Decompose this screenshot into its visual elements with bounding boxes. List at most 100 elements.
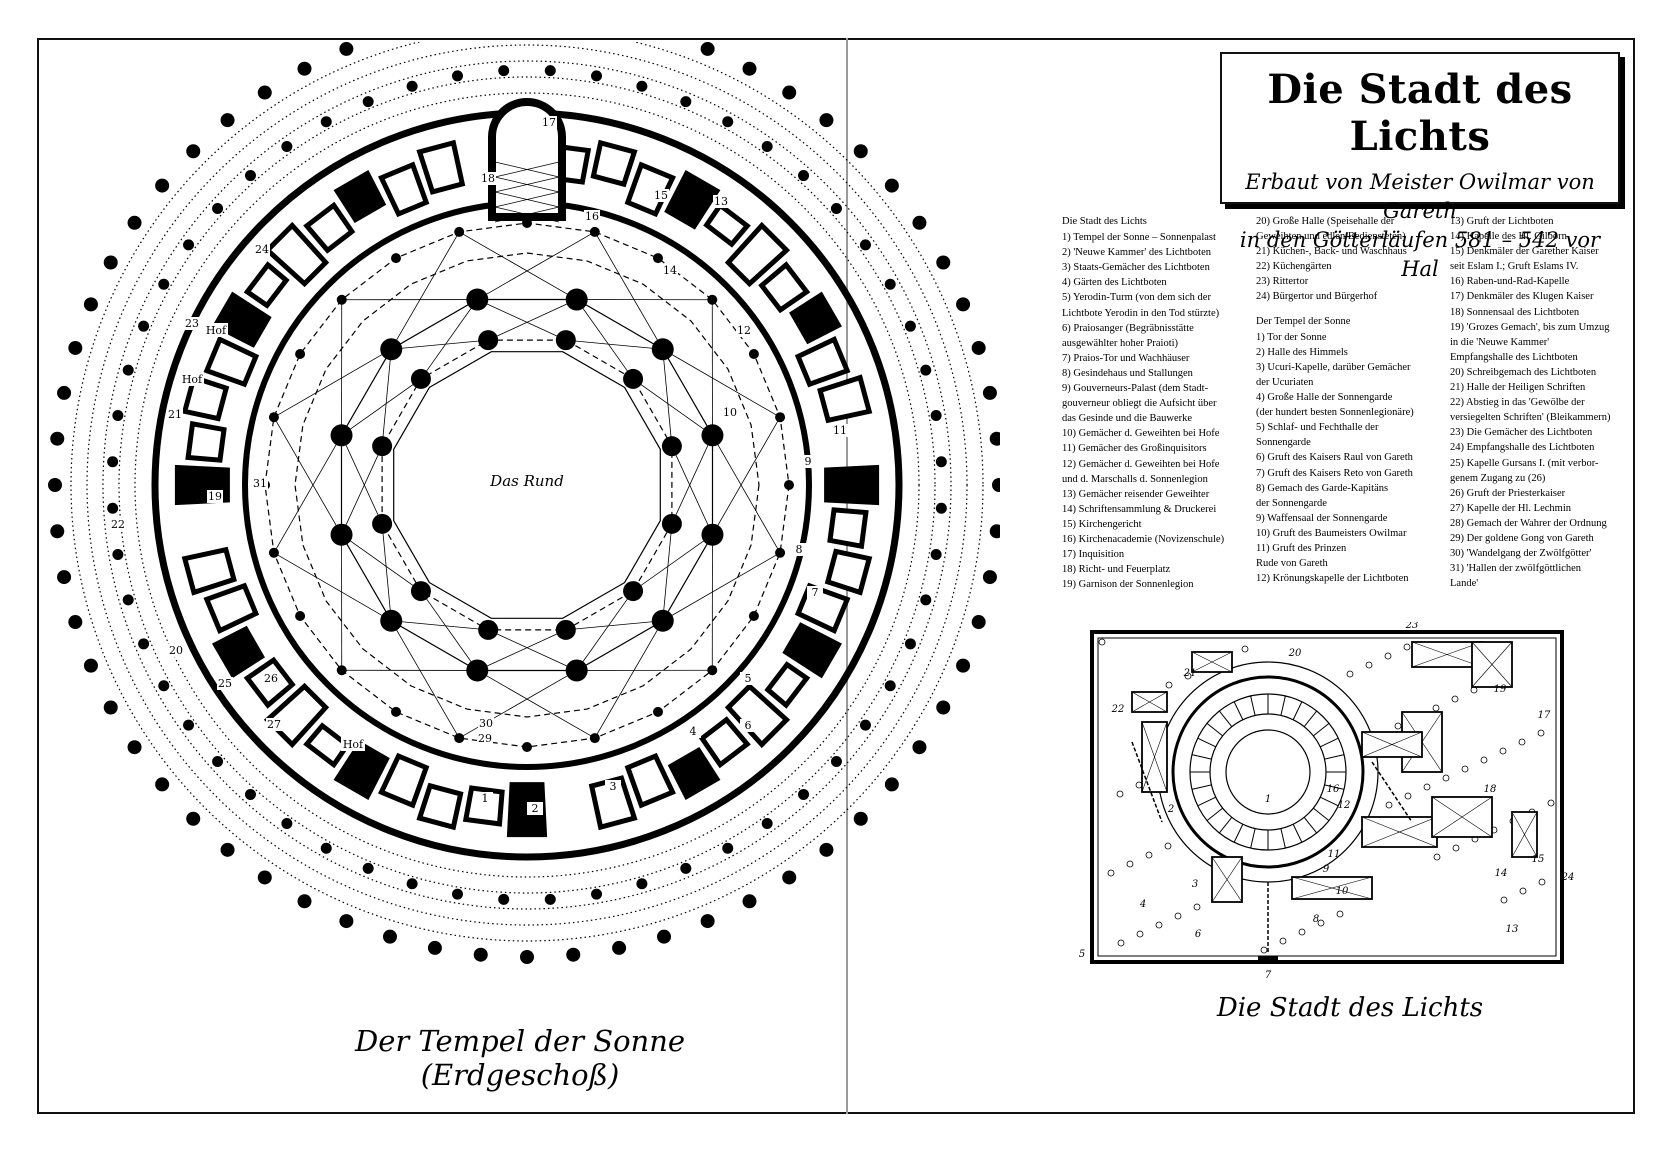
room-number: 2 — [532, 802, 539, 815]
vault-line — [381, 523, 392, 621]
vault-line — [671, 446, 713, 535]
arcade-pillar — [748, 349, 759, 359]
room-block — [789, 291, 842, 345]
legend-item: 22) Abstieg in das 'Gewölbe der — [1450, 397, 1585, 409]
legend-item: 15) Denkmäler der Garether Kaiser — [1450, 246, 1599, 258]
legend-item: 6) Praiosanger (Begräbnisstätte — [1062, 322, 1194, 334]
room-block — [416, 139, 466, 195]
path — [1131, 741, 1413, 952]
room-number: 29 — [478, 732, 492, 745]
legend-item: 8) Gemach des Garde-Kapitäns — [1256, 482, 1389, 494]
legend-item: seit Eslam I.; Gruft Eslams IV. — [1450, 261, 1579, 273]
vault-line — [662, 348, 781, 418]
roof-line — [1411, 641, 1483, 668]
temple-spoke — [1218, 710, 1233, 727]
outer-column — [297, 61, 312, 76]
pillar — [651, 609, 674, 632]
outer-column — [700, 42, 715, 56]
room-number: 22 — [111, 518, 125, 531]
legend-item: 27) Kapelle der Hl. Lechmin — [1450, 502, 1571, 514]
arcade-pillar — [295, 611, 306, 621]
vault-line — [671, 435, 713, 524]
outer-column — [186, 811, 201, 826]
legend-item: 19) Garnison der Sonnenlegion — [1062, 579, 1194, 591]
outer-column — [742, 894, 757, 909]
courtyard-label: Hof — [343, 738, 364, 751]
middle-column — [320, 842, 332, 854]
hatch-line — [494, 161, 560, 178]
tree — [1336, 910, 1344, 918]
tree — [1174, 912, 1182, 920]
roof-line — [1431, 796, 1493, 838]
legend-item: Geweihten und edlen Bediensteten) — [1256, 231, 1406, 243]
legend-item: Lande' — [1450, 578, 1479, 590]
outer-column — [186, 144, 201, 159]
legend-item: 17) Denkmäler des Klugen Kaiser — [1450, 291, 1594, 303]
outer-column — [382, 929, 397, 944]
city-label: 17 — [1538, 710, 1551, 721]
temple-spoke — [1313, 807, 1330, 822]
temple-spoke — [1197, 737, 1216, 748]
city-label: 5 — [1079, 949, 1085, 960]
vault-line — [662, 552, 781, 622]
middle-column — [212, 756, 224, 768]
outer-column — [936, 700, 951, 715]
title-box: Die Stadt des Lichts Erbaut von Meister … — [1220, 52, 1620, 281]
legend-item: 22) Küchengärten — [1256, 261, 1332, 273]
tree — [1184, 672, 1192, 680]
vault-line — [488, 629, 577, 671]
pillar — [623, 368, 644, 389]
legend-item: 13) Gruft der Lichtboten — [1450, 216, 1554, 227]
room-block — [817, 374, 873, 424]
tree — [1155, 921, 1163, 929]
outer-column — [220, 113, 235, 128]
arcade-pillar — [295, 349, 306, 359]
room-number: 30 — [479, 717, 493, 730]
temple-caption: Der Tempel der Sonne (Erdgeschoß) — [354, 1024, 686, 1092]
legend-item: 11) Gruft des Prinzen — [1256, 542, 1347, 554]
legend-item: 4) Gärten des Lichtboten — [1062, 277, 1167, 289]
outer-column — [700, 914, 715, 929]
outer-column — [68, 615, 83, 630]
pillar — [478, 619, 499, 640]
outer-column — [257, 85, 272, 100]
roof-line — [1471, 641, 1513, 688]
vault-line — [381, 349, 392, 447]
middle-column — [362, 96, 374, 108]
roof-line — [1511, 811, 1538, 858]
middle-column — [281, 817, 293, 829]
outer-column — [956, 658, 971, 673]
city-label: 19 — [1494, 684, 1507, 695]
room-number: 20 — [169, 644, 183, 657]
outer-column — [912, 740, 927, 755]
outer-column — [48, 478, 62, 492]
city-label: 18 — [1484, 784, 1497, 795]
outer-column — [782, 870, 797, 885]
main-title: Die Stadt des Lichts — [1267, 66, 1573, 160]
legend-item: 1) Tor der Sonne — [1256, 331, 1327, 343]
middle-column — [158, 680, 170, 692]
middle-column — [451, 888, 463, 900]
room-block — [303, 201, 356, 254]
pillar — [380, 609, 403, 632]
middle-column — [935, 502, 947, 514]
temple-spoke — [1206, 722, 1223, 737]
outer-column — [127, 215, 142, 230]
room-block — [824, 464, 880, 506]
middle-column — [859, 719, 871, 731]
center-label: Das Rund — [489, 472, 564, 490]
middle-column — [112, 409, 124, 421]
vault-line — [420, 299, 478, 380]
middle-column — [920, 594, 932, 606]
temple-spoke — [1303, 710, 1318, 727]
arcade-pillar — [268, 547, 279, 558]
tree — [1365, 661, 1373, 669]
legend-item: 21) Halle der Heiligen Schriften — [1450, 382, 1586, 394]
vault-line — [390, 620, 460, 739]
outer-column — [103, 255, 118, 270]
outer-column — [50, 431, 65, 446]
temple-spoke — [1303, 817, 1318, 834]
legend-item: 10) Gruft des Baumeisters Owilmar — [1256, 527, 1407, 539]
outer-column — [68, 340, 83, 355]
